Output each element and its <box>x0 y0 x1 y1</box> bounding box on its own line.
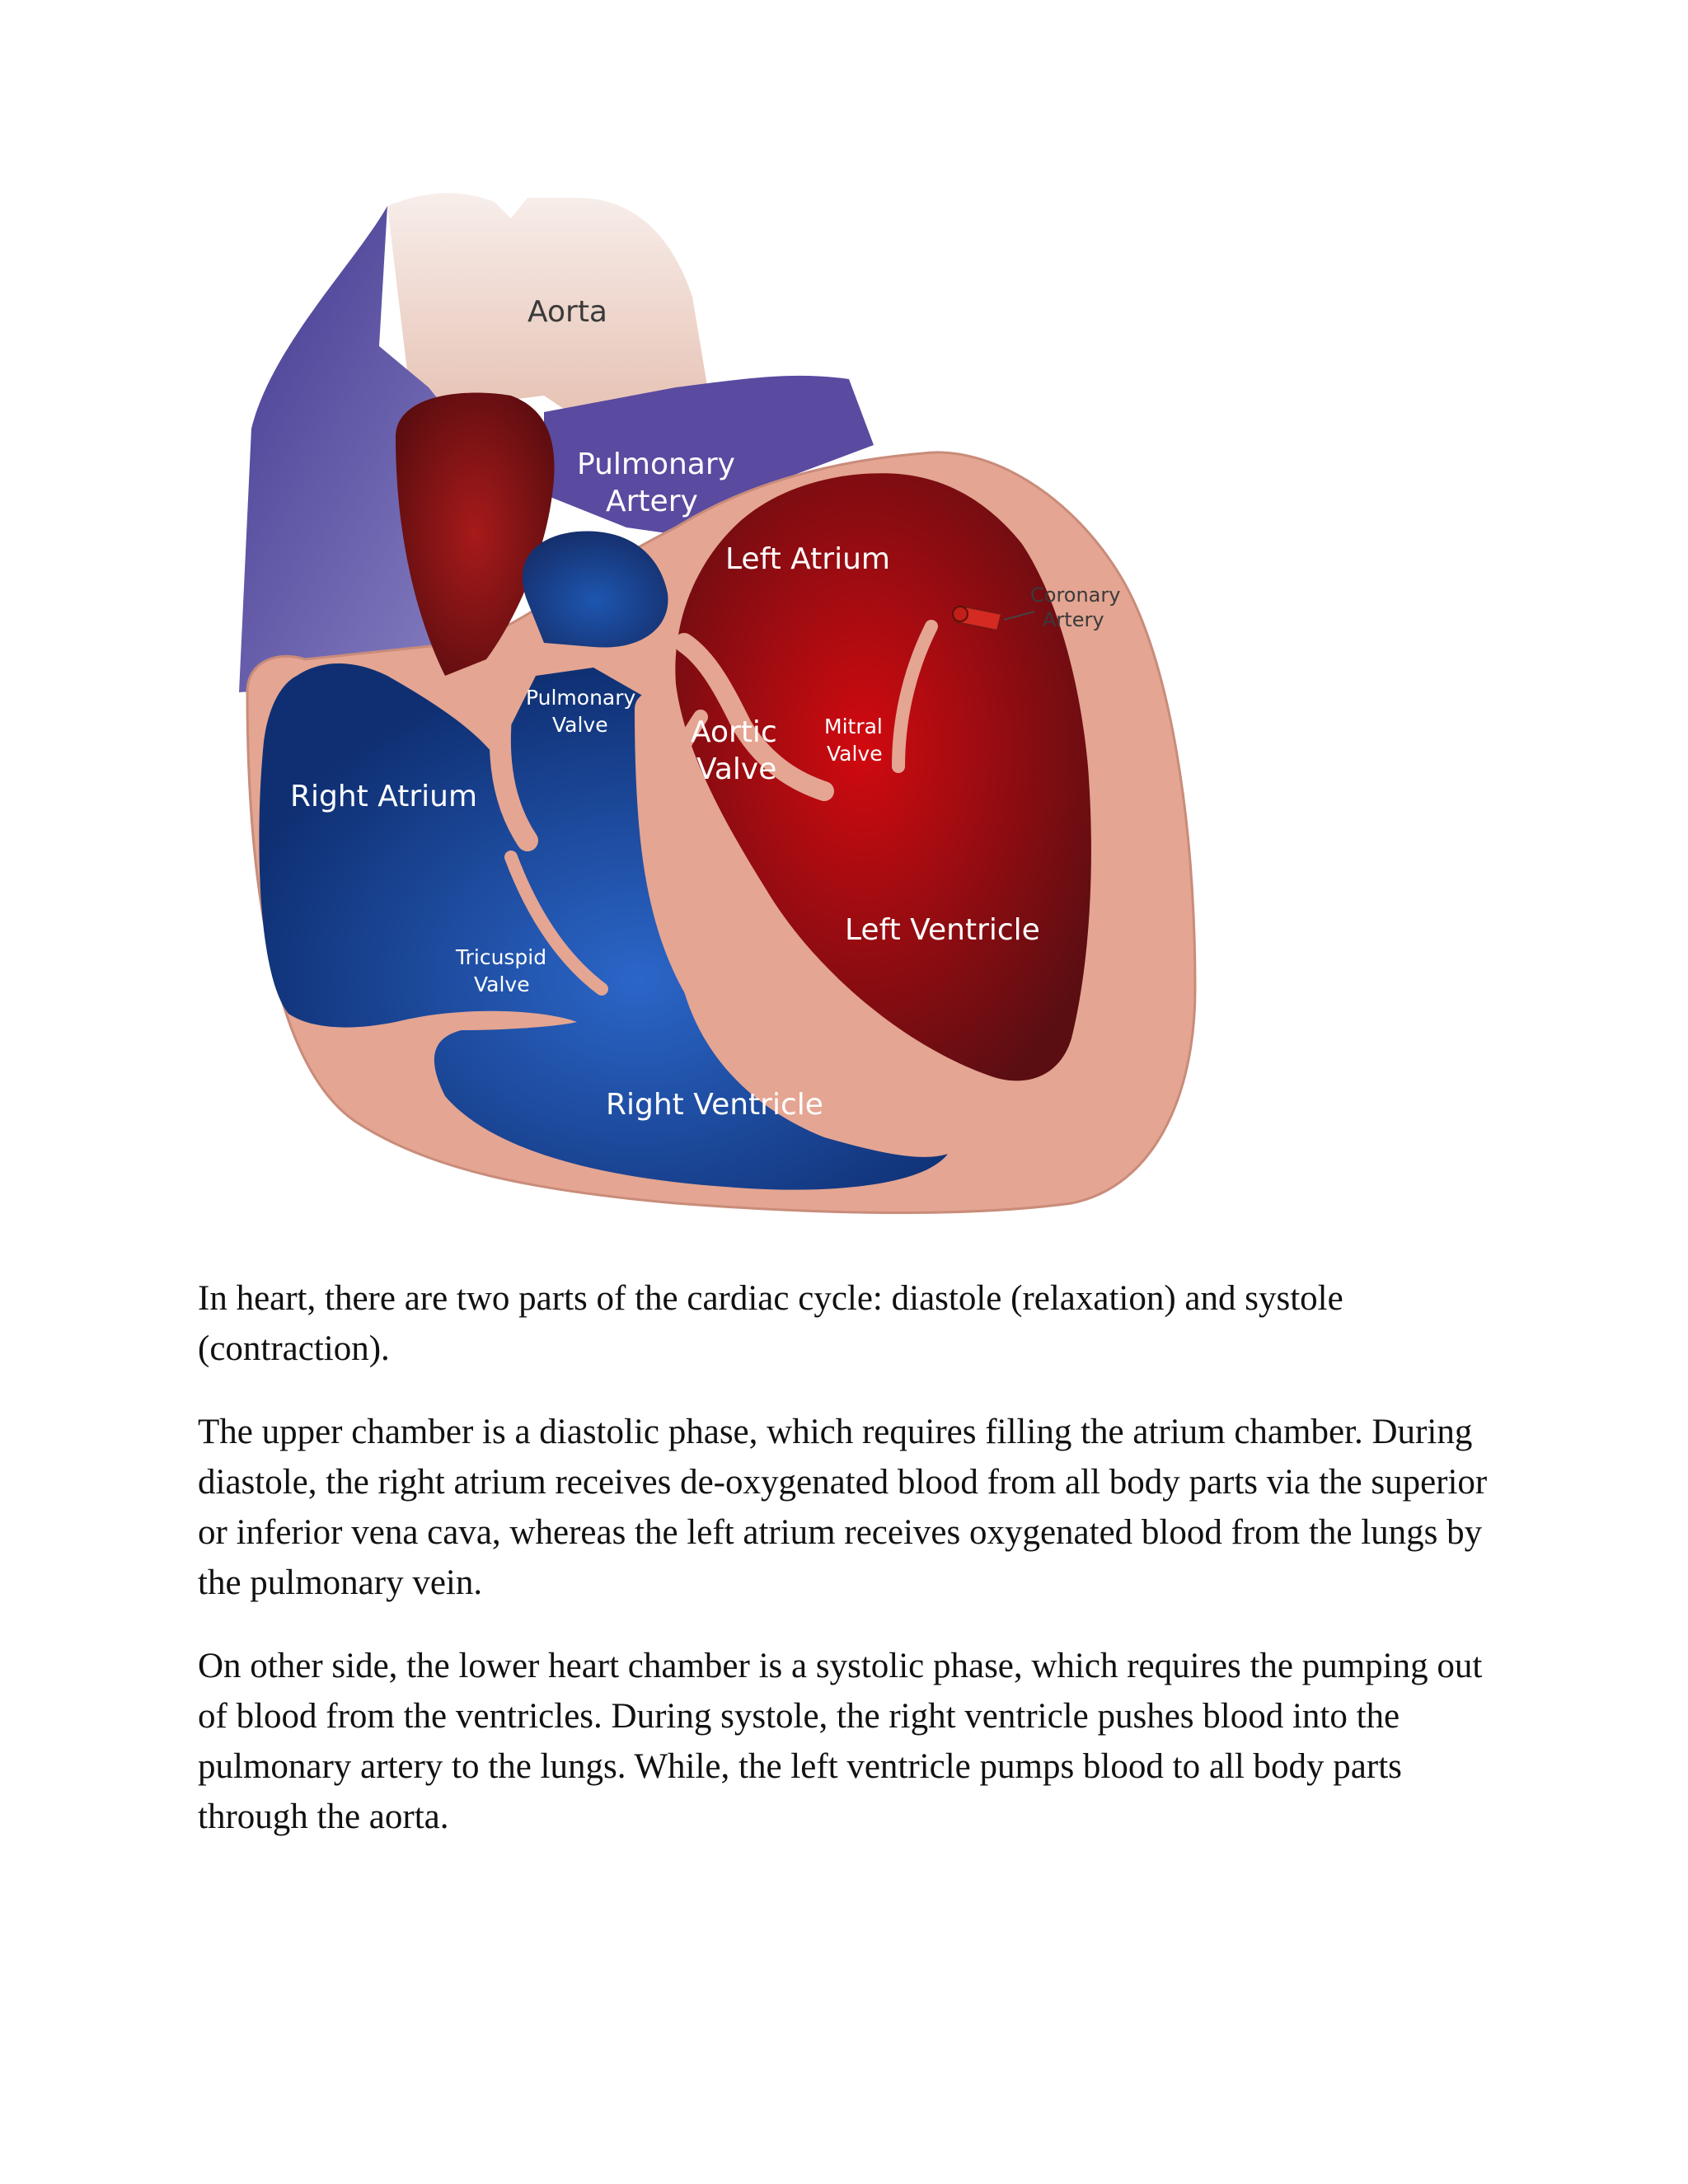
label-aorta: Aorta <box>528 295 607 329</box>
label-left-ventricle: Left Ventricle <box>845 913 1040 947</box>
coronary-artery-opening <box>952 606 968 622</box>
valve-leaflet <box>504 851 608 996</box>
aortic-root-chamber <box>396 392 555 676</box>
label-pulmonary-artery-1: Pulmonary <box>577 448 735 481</box>
aorta-vessel <box>387 193 709 412</box>
body-text: In heart, there are two parts of the car… <box>198 1273 1500 1875</box>
label-coronary-artery-1: Coronary <box>1030 583 1120 607</box>
pulmonary-valve-chamber <box>522 531 668 648</box>
label-aortic-valve-1: Aortic <box>691 715 777 749</box>
label-coronary-artery-2: Artery <box>1043 608 1104 631</box>
label-pulmonary-valve-2: Valve <box>552 713 608 737</box>
pulmonary-artery-vessel <box>544 375 874 536</box>
valve-leaflet <box>674 633 834 801</box>
label-tricuspid-valve-1: Tricuspid <box>455 945 546 969</box>
label-right-ventricle: Right Ventricle <box>606 1088 823 1122</box>
label-aortic-valve-2: Valve <box>696 752 776 786</box>
coronary-leader-line <box>1003 611 1035 621</box>
paragraph-1: In heart, there are two parts of the car… <box>198 1279 1343 1368</box>
label-mitral-valve-2: Valve <box>827 742 883 766</box>
valve-leaflet <box>664 710 708 786</box>
label-tricuspid-valve-2: Valve <box>474 972 530 996</box>
mitral-leaflet <box>892 620 938 773</box>
septum-wall <box>489 649 538 851</box>
interventricular-septum <box>635 692 882 1146</box>
right-chambers <box>259 663 948 1190</box>
label-pulmonary-artery-2: Artery <box>606 485 698 518</box>
heart-diagram: Aorta Pulmonary Artery Left Atrium Coron… <box>239 193 1197 1215</box>
label-left-atrium: Left Atrium <box>725 542 890 576</box>
label-right-atrium: Right Atrium <box>290 780 477 813</box>
label-mitral-valve-1: Mitral <box>824 715 883 738</box>
paragraph-2: The upper chamber is a diastolic phase, … <box>198 1413 1488 1602</box>
paragraph-3: On other side, the lower heart chamber i… <box>198 1647 1483 1836</box>
label-pulmonary-valve-1: Pulmonary <box>526 686 636 710</box>
